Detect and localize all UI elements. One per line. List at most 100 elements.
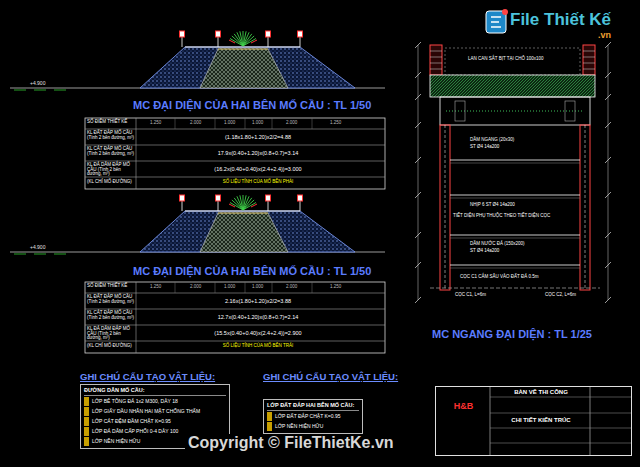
pavement-layer <box>218 213 268 214</box>
marker-sign <box>216 195 221 201</box>
tree-symbol <box>237 32 243 46</box>
section-title: MC ĐẠI DIỆN CỦA HAI BÊN MỐ CẦU : TL 1/50 <box>133 265 371 277</box>
marker-post <box>300 36 301 47</box>
table-value: 12.7x(0.40+1.20)x(0.8+0.7)=2.14 <box>218 314 299 320</box>
bracing-line <box>450 238 580 239</box>
railing-brick <box>583 63 595 64</box>
dimension-tick <box>605 262 611 268</box>
railing-brick <box>430 69 442 70</box>
dimension-line <box>608 45 609 300</box>
dimension-tick <box>415 297 421 303</box>
callout-label: CỌC C1 CẮM SÂU VÀO ĐẤT ĐÁ 0.5m <box>460 275 538 280</box>
grid-line <box>490 386 491 456</box>
grid-line <box>490 443 632 444</box>
railing-brick <box>583 69 595 70</box>
pile-label: CỌC C2, L=6m <box>545 293 576 298</box>
marker-sign <box>266 195 271 201</box>
logo-shape <box>491 17 501 27</box>
bracing-line <box>450 195 580 196</box>
marker-post <box>300 200 301 211</box>
row-header: (KL CHÍ MỐ ĐƯỜNG) <box>87 180 134 185</box>
dimension-label: 1.000 <box>224 285 235 290</box>
tree-symbol <box>229 40 257 43</box>
callout-label: DẦM NƯỚC ĐÁ (150x200) <box>470 242 524 247</box>
marker-sign <box>266 31 271 37</box>
material-note: LỚP CÁT ĐỆM ĐẦM CHẶT K=0.95 <box>84 417 226 426</box>
dimension-label: 1.000 <box>252 285 263 290</box>
deck-slab <box>430 75 595 97</box>
embankment-section <box>10 195 385 254</box>
row-header: KL CÁT ĐẮP MỐ CẦU (Tính 2 bên đường, m³) <box>87 147 134 156</box>
watermark: Copyright © FileThietKe.vn <box>185 434 397 452</box>
row-header: SỐ ĐIỂM THIẾT KẾ <box>87 120 134 125</box>
table-row-line <box>85 145 385 146</box>
railing-brick <box>430 63 442 64</box>
row-header: KL ĐẤT ĐẮP MỐ CẦU (Tính 2 bên đường, m³) <box>87 295 134 304</box>
table-row-line <box>85 177 385 178</box>
section-title: MC ĐẠI DIỆN CỦA HAI BÊN MỐ CẦU : TL 1/50 <box>133 99 371 111</box>
dimension-label: 1.250 <box>330 285 341 290</box>
dimension-tick <box>605 72 611 78</box>
quantity-table <box>85 282 385 353</box>
tree-symbol <box>243 203 256 211</box>
core-fill <box>200 213 288 252</box>
railing-post <box>583 45 595 75</box>
material-note: LỚP GIẤY DẦU NHÂN HAI MẶT CHỐNG THẤM <box>84 407 226 416</box>
dimension-tick <box>415 94 421 100</box>
dimension-label: 1.000 <box>224 121 235 126</box>
dimension-tick <box>215 118 216 129</box>
railing-brick <box>583 51 595 52</box>
cross-beam <box>440 97 590 125</box>
marker-sign <box>298 31 303 37</box>
dimension-tick <box>605 157 611 163</box>
dimension-label: 1.250 <box>150 121 161 126</box>
table-value: (15.5x(0.40+0.40)x(2.4+2.4))=2.900 <box>214 330 301 336</box>
table-note: SỐ LIỆU TÍNH CỦA MỐ BÊN PHẢI <box>223 180 294 185</box>
railing-brick <box>583 57 595 58</box>
pile-axis <box>445 125 585 290</box>
rebar-line <box>446 111 584 112</box>
dimension-label: 1.250 <box>330 121 341 126</box>
dimension-tick <box>245 282 246 293</box>
road-surface <box>185 47 300 48</box>
tree-symbol <box>243 34 252 46</box>
dimension-tick <box>175 282 176 293</box>
dimension-tick <box>175 118 176 129</box>
table-note: SỐ LIỆU TÍNH CỦA MỐ BÊN TRÁI <box>223 344 293 349</box>
beam-section <box>455 101 465 121</box>
table-row-line <box>85 309 385 310</box>
table-value: (1.18x1.80+1.20)x2/2=4.88 <box>225 134 291 140</box>
callout-label: TIẾT DIỆN PHỤ THUỘC THEO TIẾT DIỆN CỌC <box>453 214 550 219</box>
row-header: KL CÁT ĐẮP MỐ CẦU (Tính 2 bên đường, m³) <box>87 311 134 320</box>
bracing-line <box>450 198 580 199</box>
tree-symbol <box>237 196 243 210</box>
company-logo: H&B <box>436 401 491 412</box>
marker-post <box>182 200 183 211</box>
dimension-tick <box>312 118 313 129</box>
dimension-label: 1.000 <box>252 121 263 126</box>
embankment-section <box>10 31 385 90</box>
railing-post <box>430 45 442 75</box>
logo-shape <box>486 11 506 33</box>
dimension-label: 2.000 <box>286 285 297 290</box>
notes-heading: GHI CHÚ CẤU TẠO VẬT LIỆU: <box>80 372 215 382</box>
ground-hatch <box>14 90 66 91</box>
core-fill <box>200 49 288 88</box>
row-header: KL ĐÁ DĂM ĐẮP MỐ CẦU (Tính 2 bên đường, … <box>87 163 134 177</box>
pavement-layer <box>218 49 268 50</box>
grid-line <box>490 413 632 414</box>
tree-symbol <box>229 204 257 207</box>
dimension-tick <box>605 122 611 128</box>
dimension-tick <box>605 297 611 303</box>
table-row-line <box>85 293 385 294</box>
dimension-tick <box>605 232 611 238</box>
table-row-line <box>85 129 385 130</box>
callout-label: DẦM NGANG (20x30) <box>470 138 514 143</box>
callout-label: NHỊP 6 ST Ø4 14a200 <box>470 203 515 208</box>
row-header: KL ĐẤT ĐẮP MỐ CẦU (Tính 2 bên đường, m³) <box>87 131 134 140</box>
table-column-line <box>136 118 137 189</box>
ground-line <box>430 288 600 289</box>
dimension-tick <box>415 192 421 198</box>
dimension-tick <box>605 42 611 48</box>
